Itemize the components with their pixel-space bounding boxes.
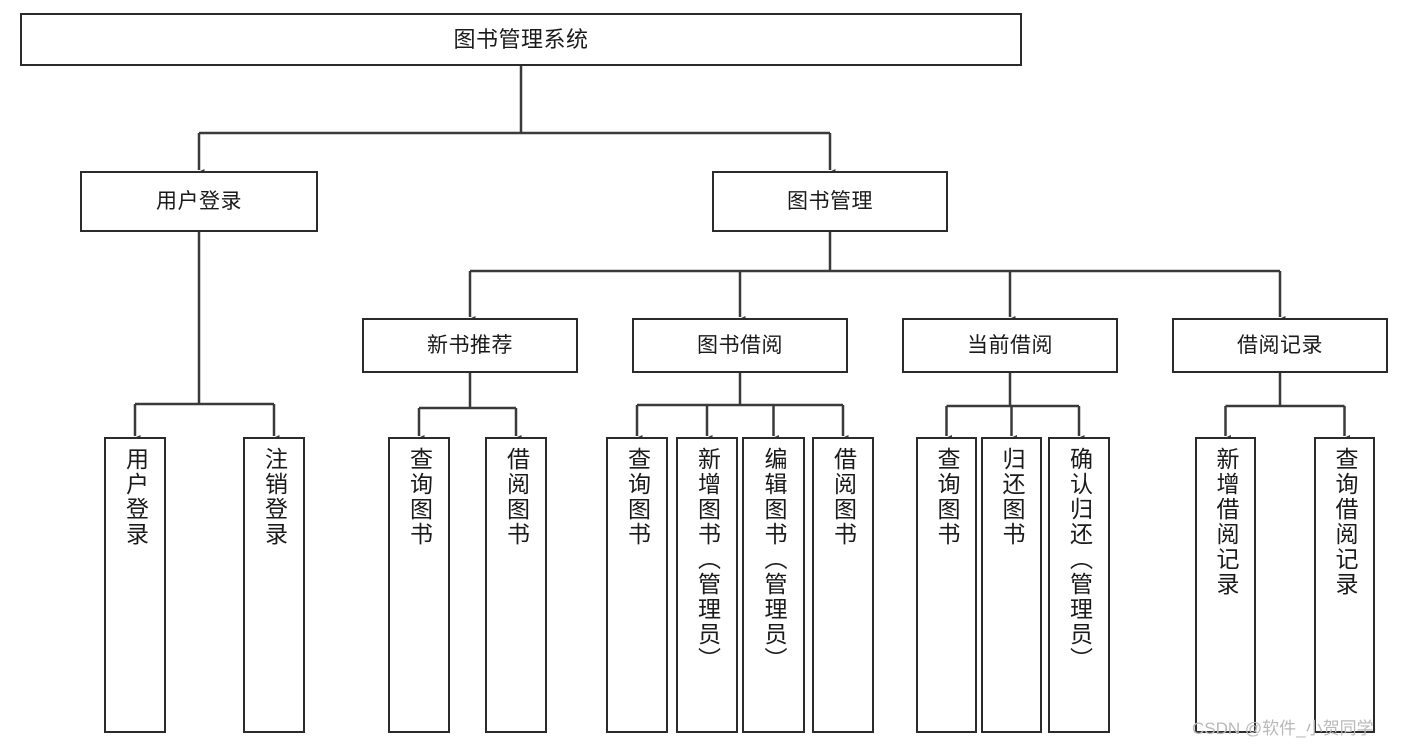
node-leaf-bb-add[interactable]: 新增图书（管理员） [676, 437, 738, 733]
node-label: 图书管理系统 [453, 26, 589, 52]
node-leaf-cb-query[interactable]: 查询图书 [916, 437, 977, 733]
node-label: 查询借阅记录 [1332, 447, 1358, 597]
node-leaf-logout[interactable]: 注销登录 [243, 437, 305, 733]
node-label: 编辑图书（管理员） [761, 447, 787, 672]
connector-layer [129, 66, 1350, 445]
node-label: 图书管理 [787, 190, 873, 213]
node-current-borrow[interactable]: 当前借阅 [902, 318, 1118, 373]
node-label: 新增借阅记录 [1213, 447, 1239, 597]
node-label: 新书推荐 [427, 334, 513, 357]
node-leaf-nb-borrow[interactable]: 借阅图书 [485, 437, 547, 733]
node-label: 用户登录 [156, 190, 242, 213]
node-leaf-user-login[interactable]: 用户登录 [104, 437, 166, 733]
node-leaf-nb-query[interactable]: 查询图书 [388, 437, 450, 733]
node-label: 用户登录 [122, 447, 149, 547]
node-label: 借阅记录 [1237, 334, 1323, 357]
node-borrow-record[interactable]: 借阅记录 [1172, 318, 1388, 373]
node-leaf-bb-query[interactable]: 查询图书 [606, 437, 668, 733]
node-leaf-br-query[interactable]: 查询借阅记录 [1314, 437, 1375, 733]
node-book-manage[interactable]: 图书管理 [712, 171, 948, 232]
node-label: 查询图书 [624, 447, 651, 547]
node-label: 注销登录 [261, 447, 288, 547]
node-new-book-rec[interactable]: 新书推荐 [362, 318, 578, 373]
node-root[interactable]: 图书管理系统 [20, 13, 1022, 66]
node-label: 确认归还（管理员） [1066, 447, 1093, 672]
node-leaf-cb-return[interactable]: 归还图书 [981, 437, 1042, 733]
node-label: 归还图书 [999, 447, 1025, 547]
node-user-login[interactable]: 用户登录 [80, 171, 318, 232]
node-leaf-cb-confirm[interactable]: 确认归还（管理员） [1048, 437, 1110, 733]
node-leaf-bb-edit[interactable]: 编辑图书（管理员） [742, 437, 805, 733]
node-label: 当前借阅 [967, 334, 1053, 357]
node-leaf-bb-borrow[interactable]: 借阅图书 [812, 437, 874, 733]
node-label: 查询图书 [934, 447, 960, 547]
node-label: 借阅图书 [503, 447, 530, 547]
node-leaf-br-add[interactable]: 新增借阅记录 [1195, 437, 1256, 733]
node-label: 查询图书 [406, 447, 433, 547]
node-label: 新增图书（管理员） [694, 447, 721, 672]
node-book-borrow[interactable]: 图书借阅 [632, 318, 848, 373]
node-label: 图书借阅 [697, 334, 783, 357]
node-label: 借阅图书 [830, 447, 857, 547]
